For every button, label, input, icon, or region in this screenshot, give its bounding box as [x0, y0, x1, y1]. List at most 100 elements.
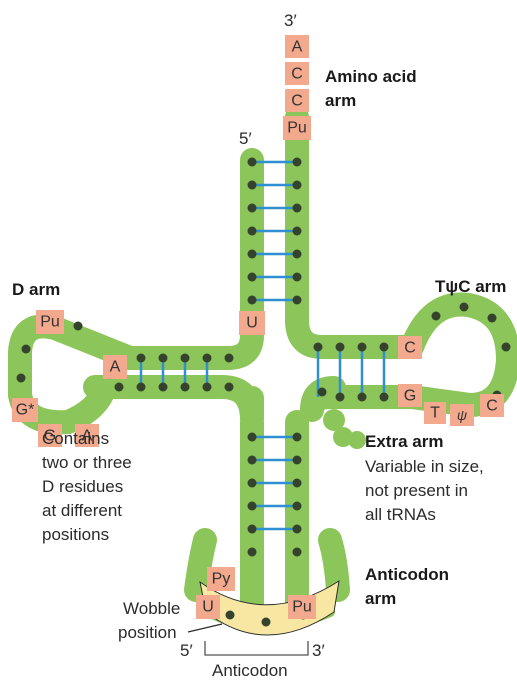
- d-arm-note-line: positions: [42, 525, 109, 544]
- nucleotide-dot: [293, 433, 302, 442]
- d-arm-note-line: at different: [42, 501, 122, 520]
- nucleotide-dot: [262, 618, 271, 627]
- nucleotide-dot: [293, 525, 302, 534]
- nucleotide-dot: [248, 502, 257, 511]
- base-label: U: [246, 315, 258, 332]
- anticodon-3prime-label: 3′: [312, 641, 325, 660]
- nucleotide-dot: [248, 525, 257, 534]
- nucleotide-dot: [181, 354, 190, 363]
- nucleotide-dot: [293, 502, 302, 511]
- base-label: G*: [16, 402, 35, 419]
- base-label: Pu: [287, 120, 307, 137]
- d-arm-upper-strand: [130, 335, 252, 358]
- nucleotide-dot: [137, 383, 146, 392]
- base-label: Py: [212, 571, 231, 588]
- d-arm-note-line: two or three: [42, 453, 132, 472]
- nucleotide-dot: [293, 181, 302, 190]
- base-label: C: [486, 398, 498, 415]
- nucleotide-dot: [293, 250, 302, 259]
- extra-arm-label: Extra arm: [365, 432, 443, 451]
- wobble-position-label: Wobble: [123, 599, 180, 618]
- nucleotide-dot: [248, 158, 257, 167]
- nucleotide-dot: [248, 204, 257, 213]
- anticodon-label: Anticodon: [212, 661, 288, 680]
- anticodon-5prime-label: 5′: [180, 641, 193, 660]
- nucleotide-dot: [248, 548, 257, 557]
- nucleotide-dot: [314, 343, 323, 352]
- tpsic-arm-label: TψC arm: [435, 277, 506, 296]
- anticodon-bracket: [205, 641, 308, 655]
- amino-acid-arm-label-line2: arm: [325, 91, 356, 110]
- amino-acid-arm-label: Amino acid: [325, 67, 417, 86]
- nucleotide-dot: [226, 611, 235, 620]
- nucleotide-dot: [137, 354, 146, 363]
- nucleotide-dot: [293, 296, 302, 305]
- three-prime-end-label: 3′: [284, 11, 297, 30]
- nucleotide-dot: [159, 383, 168, 392]
- nucleotide-dot: [248, 181, 257, 190]
- nucleotide-dot: [115, 383, 124, 392]
- base-label: A: [110, 359, 121, 376]
- nucleotide-dot: [358, 393, 367, 402]
- five-prime-end-label: 5′: [239, 129, 252, 148]
- nucleotide-dot: [358, 343, 367, 352]
- base-label: C: [291, 93, 303, 110]
- nucleotide-dot: [248, 227, 257, 236]
- nucleotide-dot: [502, 343, 511, 352]
- base-label: C: [404, 340, 416, 357]
- nucleotide-dot: [432, 312, 441, 321]
- anticodon-arm-label-line2: arm: [365, 589, 396, 608]
- nucleotide-dot: [22, 345, 31, 354]
- base-label: C: [291, 66, 303, 83]
- nucleotide-dot: [380, 343, 389, 352]
- nucleotide-dot: [248, 479, 257, 488]
- anticodon-arm-label: Anticodon: [365, 565, 449, 584]
- nucleotide-dot: [293, 204, 302, 213]
- wobble-pointer-line: [188, 624, 222, 632]
- nucleotide-dot: [248, 433, 257, 442]
- tpsic-arm-upper-strand: [297, 320, 412, 347]
- nucleotide-dot: [74, 322, 83, 331]
- base-label: Pu: [292, 599, 312, 616]
- nucleotide-dot: [460, 303, 469, 312]
- nucleotide-dot: [225, 383, 234, 392]
- nucleotide-dot: [225, 354, 234, 363]
- base-label: ψ: [457, 407, 467, 423]
- nucleotide-dot: [336, 393, 345, 402]
- d-arm-note-line: Contains: [42, 429, 109, 448]
- nucleotide-dot: [203, 354, 212, 363]
- extra-arm-note-line: Variable in size,: [365, 457, 484, 476]
- extra-arm-note-line: not present in: [365, 481, 468, 500]
- nucleotide-dot: [380, 393, 389, 402]
- nucleotide-dot: [336, 343, 345, 352]
- nucleotide-dot: [248, 456, 257, 465]
- base-label: T: [430, 405, 440, 422]
- nucleotide-dot: [318, 388, 327, 397]
- d-arm-note-line: D residues: [42, 477, 123, 496]
- d-arm-lower-strand: [95, 387, 252, 420]
- nucleotide-dot: [17, 374, 26, 383]
- nucleotide-dot: [248, 296, 257, 305]
- base-label: G: [404, 388, 416, 405]
- backbone: [20, 105, 508, 626]
- extra-arm-note-line: all tRNAs: [365, 505, 436, 524]
- base-label: A: [292, 39, 303, 56]
- nucleotide-dot: [488, 314, 497, 323]
- nucleotide-dot: [159, 354, 168, 363]
- nucleotide-dot: [293, 456, 302, 465]
- nucleotide-dot: [248, 273, 257, 282]
- nucleotide-dot: [293, 227, 302, 236]
- d-arm-label: D arm: [12, 280, 60, 299]
- base-label: U: [202, 599, 214, 616]
- nucleotide-dot: [203, 383, 212, 392]
- nucleotide-dot: [293, 273, 302, 282]
- nucleotide-dot: [293, 479, 302, 488]
- extra-arm-bubble: [348, 431, 366, 449]
- base-label: Pu: [40, 314, 60, 331]
- nucleotide-dot: [181, 383, 190, 392]
- wobble-position-label-line2: position: [118, 623, 177, 642]
- nucleotide-dot: [248, 250, 257, 259]
- nucleotide-dot: [293, 158, 302, 167]
